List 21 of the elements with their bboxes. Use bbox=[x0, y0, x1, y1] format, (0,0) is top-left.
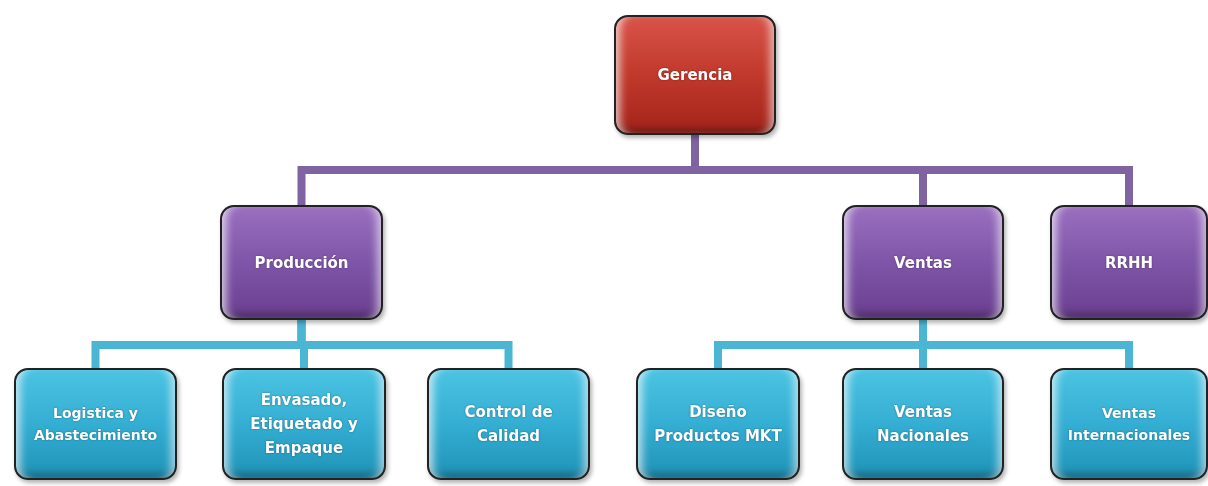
connector-line bbox=[297, 320, 513, 368]
org-unit-box bbox=[842, 368, 1004, 480]
unit-label: Ventas bbox=[894, 252, 952, 274]
org-unit-box bbox=[614, 15, 776, 135]
org-unit-box bbox=[427, 368, 590, 480]
org-unit-box bbox=[14, 368, 177, 480]
unit-label: Control de Calidad bbox=[463, 402, 554, 447]
org-unit-box bbox=[222, 368, 386, 480]
unit-label: RRHH bbox=[1104, 252, 1154, 274]
unit-label: Gerencia bbox=[657, 65, 733, 86]
unit-label: Diseño Productos MKT bbox=[653, 402, 783, 447]
unit-label: Logistica y Abastecimiento bbox=[32, 403, 159, 445]
org-unit-box bbox=[220, 205, 383, 320]
org-unit-box bbox=[842, 205, 1004, 320]
unit-label: Ventas Nacionales bbox=[875, 402, 971, 447]
unit-label: Ventas Internacionales bbox=[1066, 403, 1192, 445]
org-unit-box bbox=[1050, 205, 1208, 320]
org-unit-box bbox=[636, 368, 800, 480]
unit-label: Producción bbox=[254, 252, 349, 274]
org-unit-box bbox=[1050, 368, 1208, 480]
unit-label: Envasado, Etiquetado y Empaque bbox=[249, 390, 359, 459]
